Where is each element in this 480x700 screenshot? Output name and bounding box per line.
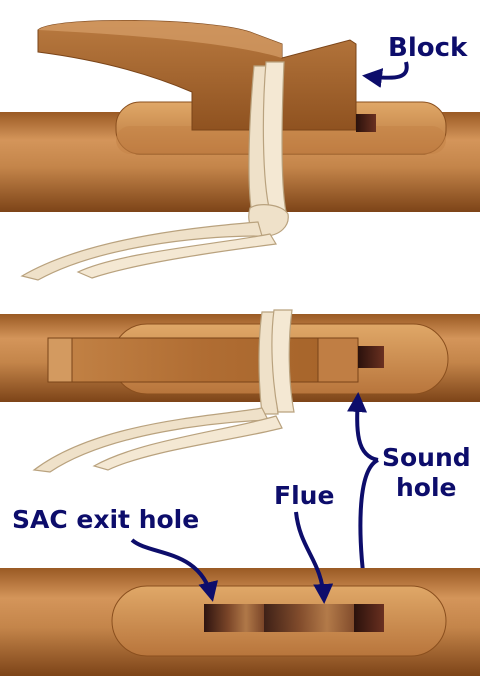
top-view-with-block-panel [0,309,480,473]
block-label: Block [388,33,468,63]
tie-tail-top-2 [92,415,283,471]
block-top [47,337,359,383]
tie-wrap-2 [262,61,287,213]
block-label-group: Block [362,33,468,88]
sound-hole-label-line1: Sound [382,443,471,472]
block-rear-step [317,337,359,383]
sac-exit-hole-label-group: SAC exit hole [12,505,218,602]
sac-exit-hole-arrow [130,538,218,602]
flue-label-group: Flue [274,481,334,604]
tie-tail-2 [76,233,277,279]
flue-label: Flue [274,481,334,510]
sound-hole-label-line2: hole [396,473,457,502]
block-top-face [38,20,282,58]
flue-arrow [294,511,334,604]
sac-exit-hole-label: SAC exit hole [12,505,199,534]
sound-hole-bottom [354,604,384,632]
flue [264,604,354,632]
tie-wrap-top-2 [271,309,295,413]
side-view-panel [0,19,480,281]
block-arrow [362,61,409,88]
sound-hole-side [356,114,376,132]
sound-hole-top [358,346,384,368]
tie-tail-top-1 [32,407,269,473]
sac-exit-hole [204,604,264,632]
top-view-without-block-panel [0,568,480,676]
tie-tail-1 [20,221,263,281]
sound-hole-arrow-up [347,392,379,462]
sound-hole-label-group: Sound hole [347,392,471,600]
block-front-step [47,337,73,383]
